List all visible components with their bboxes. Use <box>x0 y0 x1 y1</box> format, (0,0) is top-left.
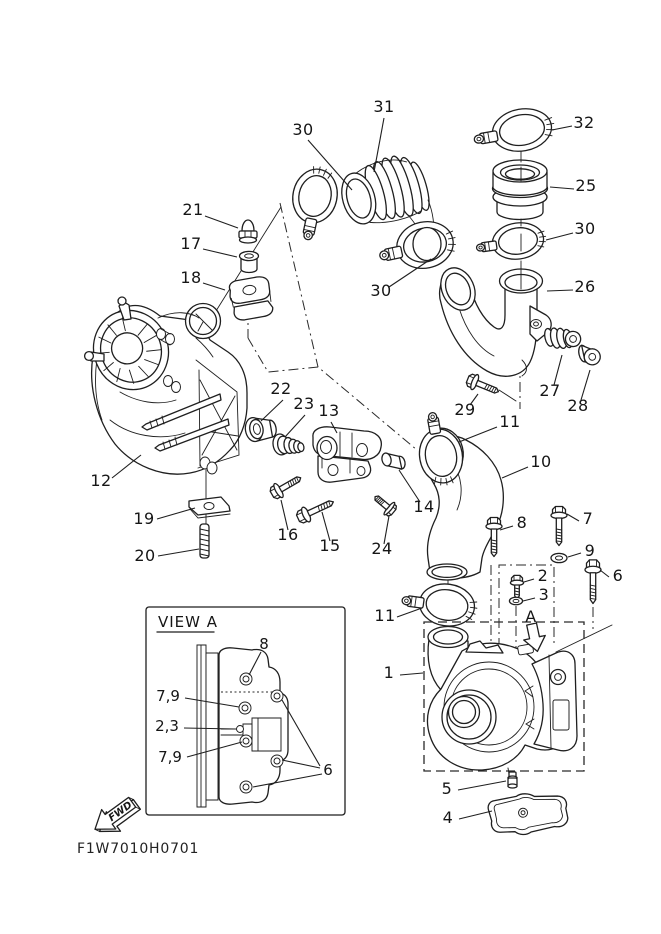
callouts: 30 31 32 25 30 26 21 17 18 30 27 28 29 2… <box>90 97 623 827</box>
joint-5 <box>508 772 517 788</box>
callout-19: 19 <box>133 509 154 528</box>
callout-11-lower: 11 <box>374 606 395 625</box>
view-direction-arrow: A <box>521 607 548 654</box>
manifold-bracket-frame <box>196 360 239 474</box>
pipe-joint-bracket-13 <box>313 427 381 482</box>
exhaust-manifold <box>82 297 247 524</box>
callout-22: 22 <box>270 379 291 398</box>
hose-clamp-30-lower <box>473 218 549 266</box>
callout-23: 23 <box>293 394 314 413</box>
inset-callout-8: 8 <box>259 635 269 653</box>
callout-2: 2 <box>538 566 549 585</box>
plug-28 <box>577 342 601 367</box>
callout-31: 31 <box>373 97 394 116</box>
callout-32: 32 <box>573 113 594 132</box>
callout-26: 26 <box>574 277 595 296</box>
washer-3 <box>508 596 524 606</box>
fwd-arrow: FWD <box>88 791 144 843</box>
stud-bolt-20 <box>200 524 209 558</box>
bolt-24 <box>369 489 400 519</box>
callout-6: 6 <box>613 566 624 585</box>
figure-code: F1W7010H0701 <box>77 841 199 857</box>
bellows-neck-end <box>413 228 441 261</box>
callout-21: 21 <box>182 200 203 219</box>
callout-15: 15 <box>319 536 340 555</box>
view-a-inset: VIEW A 8 7,9 2,3 7,9 6 <box>146 607 345 815</box>
callout-16: 16 <box>277 525 298 544</box>
hose-clamp-32 <box>469 103 559 160</box>
bolt-2 <box>509 574 525 600</box>
inset-callout-79-top: 7,9 <box>156 687 180 705</box>
plug-27 <box>543 322 582 352</box>
bolt-6 <box>584 559 602 605</box>
turbine-housing <box>525 651 577 751</box>
hose-clamp-30-upper <box>283 161 344 245</box>
callout-5: 5 <box>442 779 453 798</box>
manifold-flange-studs <box>85 297 181 393</box>
bolt-16 <box>267 470 306 502</box>
rubber-mount-18 <box>228 276 274 322</box>
inset-callout-23: 2,3 <box>155 717 179 735</box>
callout-4: 4 <box>443 808 454 827</box>
callout-17: 17 <box>180 234 201 253</box>
gasket-4 <box>487 789 569 837</box>
callout-11-upper: 11 <box>499 412 520 431</box>
bolt-29 <box>464 371 503 400</box>
callout-30-c: 30 <box>370 281 391 300</box>
inset-callout-79-bottom: 7,9 <box>158 748 182 766</box>
plate-19 <box>189 497 230 518</box>
callout-14: 14 <box>413 497 434 516</box>
callout-30-a: 30 <box>292 120 313 139</box>
pin-14 <box>381 450 406 473</box>
manifold-finned-flange <box>82 299 181 401</box>
callout-28: 28 <box>567 396 588 415</box>
damper-22 <box>244 414 278 443</box>
callout-27: 27 <box>539 381 560 400</box>
manifold-outlet-port <box>186 304 221 339</box>
view-a-box <box>146 607 345 815</box>
turbo-top-lug <box>466 641 503 653</box>
callout-18: 18 <box>180 268 201 287</box>
washer-9 <box>550 552 568 564</box>
view-a-callouts: 8 7,9 2,3 7,9 6 <box>155 635 333 787</box>
bellows-hose-31 <box>335 149 434 233</box>
callout-30-b: 30 <box>574 219 595 238</box>
callout-12: 12 <box>90 471 111 490</box>
callout-10: 10 <box>530 452 551 471</box>
callout-25: 25 <box>575 176 596 195</box>
turbocharger <box>427 627 577 775</box>
callout-8: 8 <box>517 513 528 532</box>
callout-7: 7 <box>583 509 594 528</box>
callout-29: 29 <box>454 400 475 419</box>
callout-9: 9 <box>585 541 596 560</box>
rubber-joint-25 <box>493 160 548 220</box>
inset-callout-6: 6 <box>323 761 333 779</box>
view-a-flange-drawing <box>197 645 288 807</box>
bolt-7 <box>550 505 568 547</box>
callout-3: 3 <box>539 585 550 604</box>
intake-hose-group <box>283 103 601 400</box>
view-a-title: VIEW A <box>158 613 218 631</box>
cap-nut-21 <box>239 220 257 243</box>
bolt-15 <box>293 493 338 527</box>
damper-23 <box>271 430 304 457</box>
view-direction-label: A <box>525 607 536 626</box>
callout-13: 13 <box>318 401 339 420</box>
callout-24: 24 <box>371 539 392 558</box>
manifold-studs <box>142 394 229 451</box>
callout-1: 1 <box>384 663 395 682</box>
outlet-pipe-26 <box>434 262 551 376</box>
callout-20: 20 <box>134 546 155 565</box>
collar-17 <box>240 251 259 272</box>
